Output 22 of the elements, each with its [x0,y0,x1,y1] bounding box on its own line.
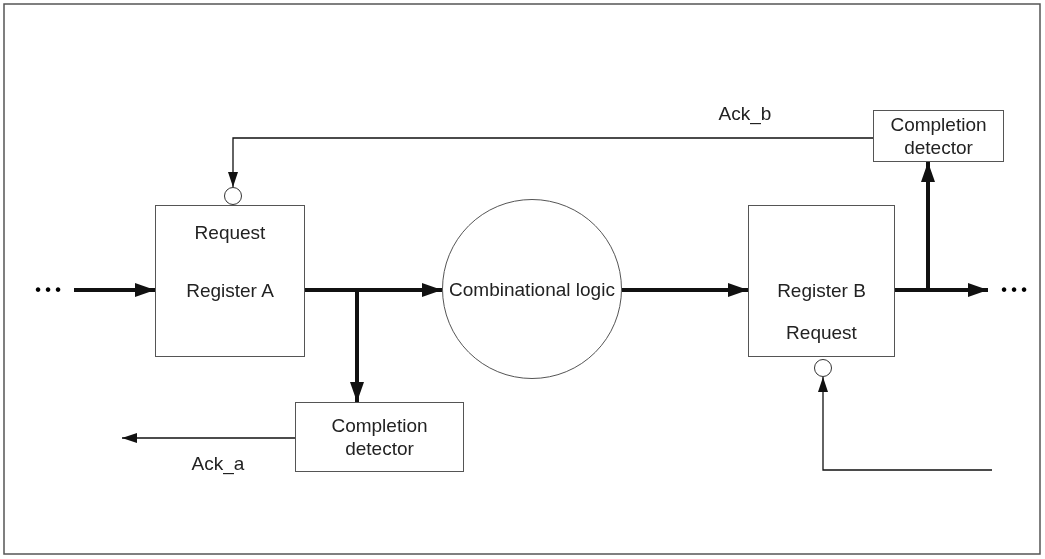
arrow [228,137,874,188]
register-box [748,205,895,357]
box-label: Completion detector [330,414,429,460]
arrow [622,283,748,297]
box-label: Combinational logic [448,277,616,301]
arrow [895,162,935,292]
continuation-dots: • • • [22,277,74,303]
inverter-bubble [814,359,832,377]
inverter-bubble [224,187,242,205]
box-label: Register A [185,279,275,302]
arrow [305,288,364,402]
register-box [155,205,305,357]
completion-detector-box [295,402,464,472]
box-label: Request [193,221,267,244]
continuation-dots: • • • [988,277,1040,303]
arrow [121,433,296,443]
completion-detector-box [873,110,1004,162]
arrow [74,283,155,297]
box-label: Request [785,321,858,344]
arrow [818,376,993,471]
box-label: Register B [776,279,867,302]
box-label: Completion detector [889,113,988,159]
